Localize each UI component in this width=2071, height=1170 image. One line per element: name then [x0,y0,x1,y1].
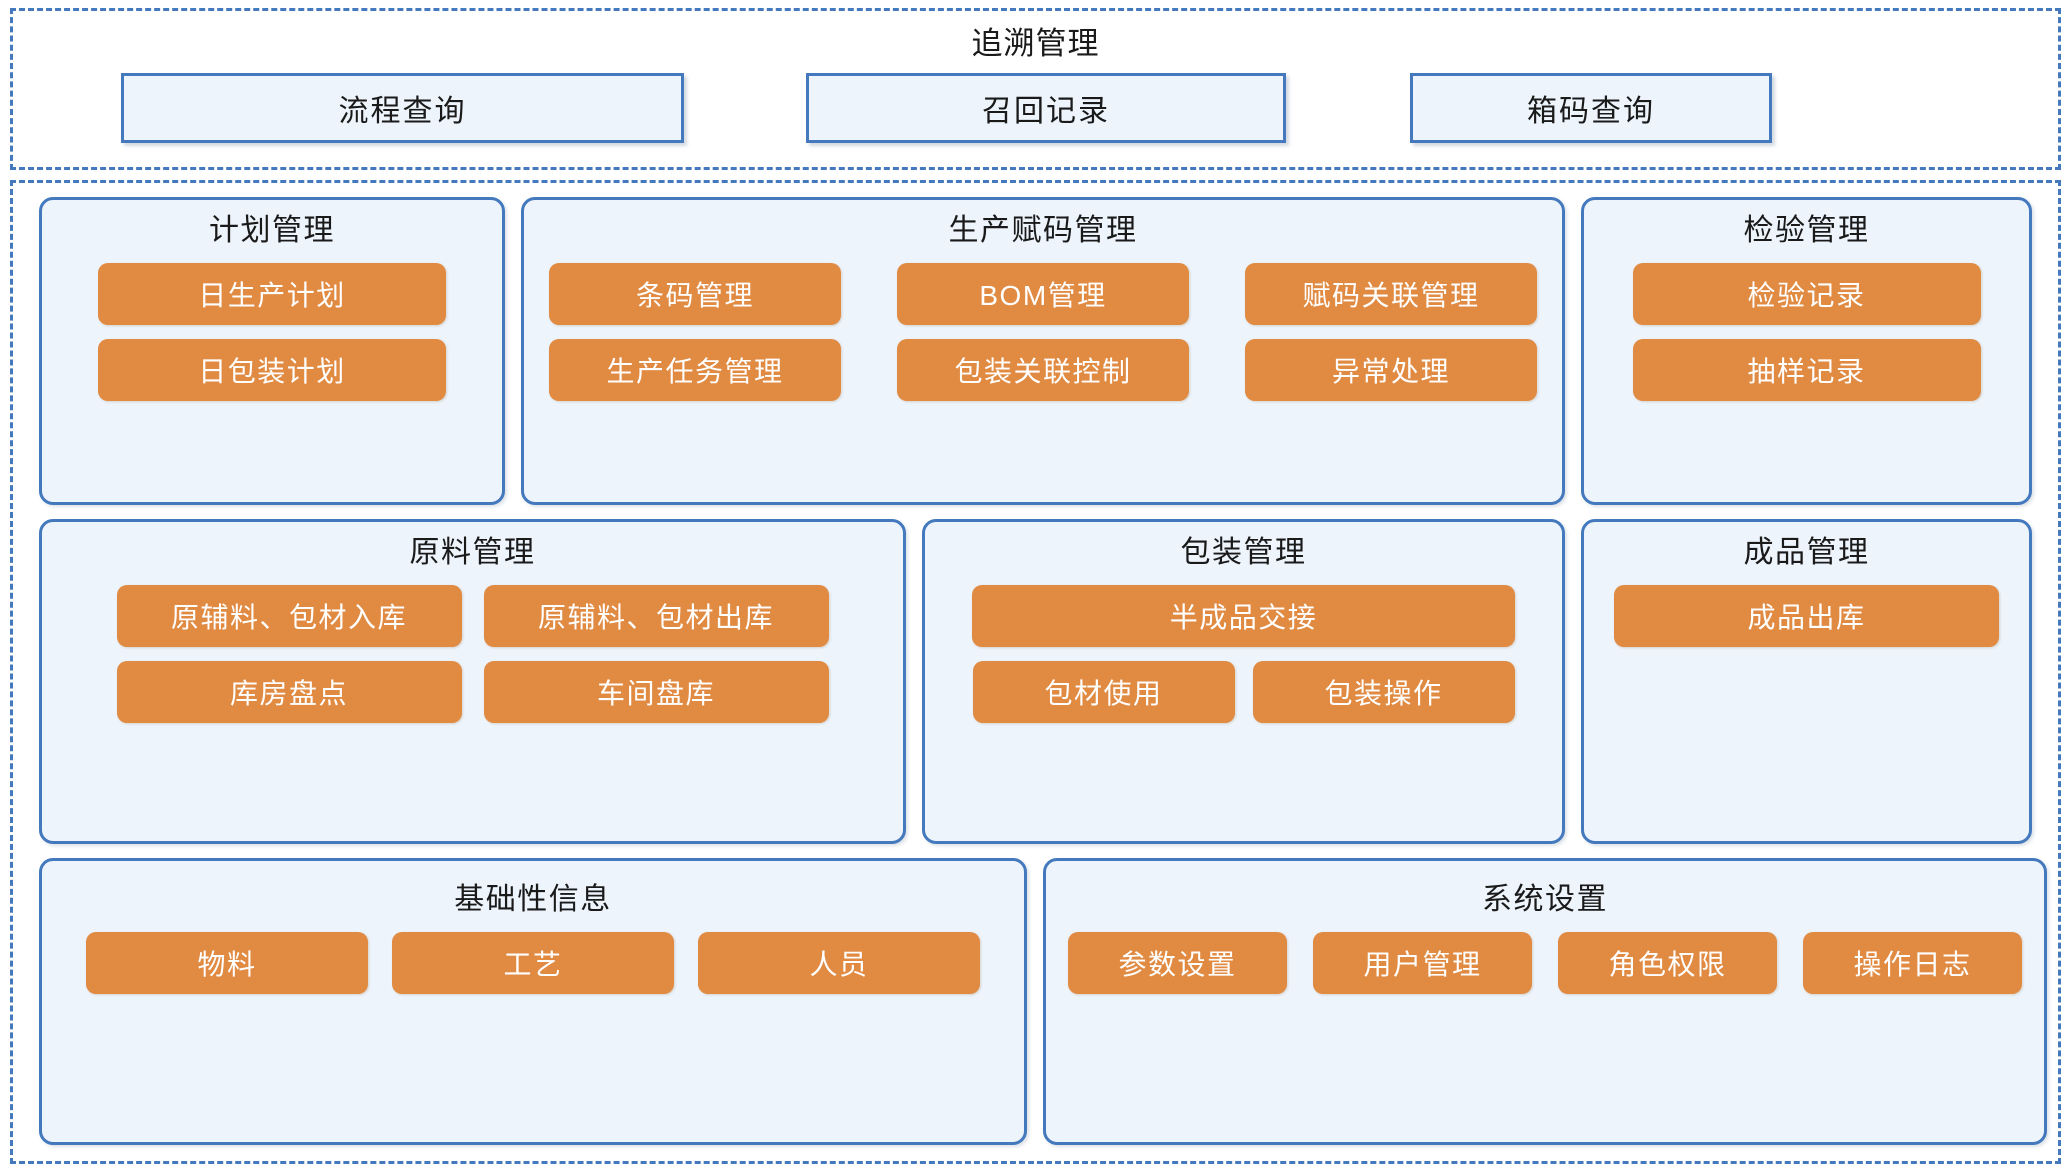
button-row: 条码管理 BOM管理 赋码关联管理 [546,262,1540,325]
button-material[interactable]: 物料 [86,931,368,994]
button-daily-production-plan[interactable]: 日生产计划 [98,262,446,325]
card-title-basic-information: 基础性信息 [454,883,612,916]
button-row: 日包装计划 [64,338,480,401]
button-daily-packaging-plan[interactable]: 日包装计划 [98,338,446,401]
card-body-packaging-management: 半成品交接 包材使用 包装操作 [947,584,1540,723]
button-row: 半成品交接 [947,584,1540,647]
button-row: 库房盘点 车间盘库 [64,660,881,723]
card-body-inspection-management: 检验记录 抽样记录 [1606,262,2007,401]
button-sampling-record[interactable]: 抽样记录 [1632,338,1981,401]
button-parameter-settings[interactable]: 参数设置 [1068,931,1287,994]
card-system-settings: 系统设置 参数设置 用户管理 角色权限 操作日志 [1043,858,2047,1145]
card-title-production-coding-management: 生产赋码管理 [948,214,1138,247]
card-title-inspection-management: 检验管理 [1743,214,1870,247]
card-body-raw-material-management: 原辅料、包材入库 原辅料、包材出库 库房盘点 车间盘库 [64,584,881,723]
modules-section: 计划管理 日生产计划 日包装计划 生产赋码管理 条码管理 BOM管理 [10,180,2061,1164]
button-warehouse-stocktaking[interactable]: 库房盘点 [116,660,462,723]
button-user-management[interactable]: 用户管理 [1313,931,1532,994]
module-row-3: 基础性信息 物料 工艺 人员 系统设置 参数设置 用户管理 角色权限 [39,858,2047,1145]
module-row-2: 原料管理 原辅料、包材入库 原辅料、包材出库 库房盘点 车间盘库 包装管理 [39,519,2032,844]
traceability-button-process-query[interactable]: 流程查询 [121,73,684,144]
traceability-button-recall-record[interactable]: 召回记录 [806,73,1286,144]
button-raw-and-packaging-material-outbound[interactable]: 原辅料、包材出库 [483,584,829,647]
button-process[interactable]: 工艺 [392,931,674,994]
button-row: 检验记录 [1606,262,2007,325]
button-row: 生产任务管理 包装关联控制 异常处理 [546,338,1540,401]
card-body-finished-product-management: 成品出库 [1606,584,2007,647]
button-packaging-material-usage[interactable]: 包材使用 [972,660,1235,723]
traceability-button-case-code-query[interactable]: 箱码查询 [1410,73,1772,144]
button-semi-finished-product-handover[interactable]: 半成品交接 [972,584,1515,647]
button-workshop-inventory[interactable]: 车间盘库 [483,660,829,723]
button-barcode-management[interactable]: 条码管理 [549,262,841,325]
button-coding-association-management[interactable]: 赋码关联管理 [1245,262,1537,325]
card-production-coding-management: 生产赋码管理 条码管理 BOM管理 赋码关联管理 生产任务管理 包装关联控制 异… [521,197,1565,505]
button-exception-handling[interactable]: 异常处理 [1245,338,1537,401]
button-operation-log[interactable]: 操作日志 [1803,931,2022,994]
card-title-plan-management: 计划管理 [209,214,335,247]
card-body-production-coding-management: 条码管理 BOM管理 赋码关联管理 生产任务管理 包装关联控制 异常处理 [546,262,1540,401]
button-finished-product-outbound[interactable]: 成品出库 [1614,584,1999,647]
traceability-section: 追溯管理 流程查询 召回记录 箱码查询 [10,8,2061,170]
button-role-permissions[interactable]: 角色权限 [1558,931,1777,994]
traceability-section-title: 追溯管理 [971,26,1100,61]
button-inspection-record[interactable]: 检验记录 [1632,262,1981,325]
button-row: 包材使用 包装操作 [947,660,1540,723]
button-personnel[interactable]: 人员 [698,931,980,994]
button-packaging-operation[interactable]: 包装操作 [1252,660,1515,723]
button-production-task-management[interactable]: 生产任务管理 [549,338,841,401]
button-row: 日生产计划 [64,262,480,325]
card-finished-product-management: 成品管理 成品出库 [1581,519,2032,844]
card-title-packaging-management: 包装管理 [1180,536,1307,569]
card-plan-management: 计划管理 日生产计划 日包装计划 [39,197,505,505]
card-raw-material-management: 原料管理 原辅料、包材入库 原辅料、包材出库 库房盘点 车间盘库 [39,519,906,844]
card-packaging-management: 包装管理 半成品交接 包材使用 包装操作 [922,519,1565,844]
button-row: 成品出库 [1606,584,2007,647]
button-row: 抽样记录 [1606,338,2007,401]
module-row-1: 计划管理 日生产计划 日包装计划 生产赋码管理 条码管理 BOM管理 [39,197,2032,505]
card-title-raw-material-management: 原料管理 [409,536,536,569]
traceability-button-group: 流程查询 召回记录 箱码查询 [13,73,2058,145]
button-packaging-association-control[interactable]: 包装关联控制 [897,338,1189,401]
card-body-system-settings: 参数设置 用户管理 角色权限 操作日志 [1068,931,2022,994]
button-raw-and-packaging-material-inbound[interactable]: 原辅料、包材入库 [116,584,462,647]
card-title-finished-product-management: 成品管理 [1743,536,1870,569]
button-row: 参数设置 用户管理 角色权限 操作日志 [1068,931,2022,994]
button-row: 物料 工艺 人员 [64,931,1002,994]
card-title-system-settings: 系统设置 [1482,883,1608,916]
button-row: 原辅料、包材入库 原辅料、包材出库 [64,584,881,647]
card-basic-information: 基础性信息 物料 工艺 人员 [39,858,1027,1145]
card-inspection-management: 检验管理 检验记录 抽样记录 [1581,197,2032,505]
card-body-plan-management: 日生产计划 日包装计划 [64,262,480,401]
card-body-basic-information: 物料 工艺 人员 [64,931,1002,994]
button-bom-management[interactable]: BOM管理 [897,262,1189,325]
